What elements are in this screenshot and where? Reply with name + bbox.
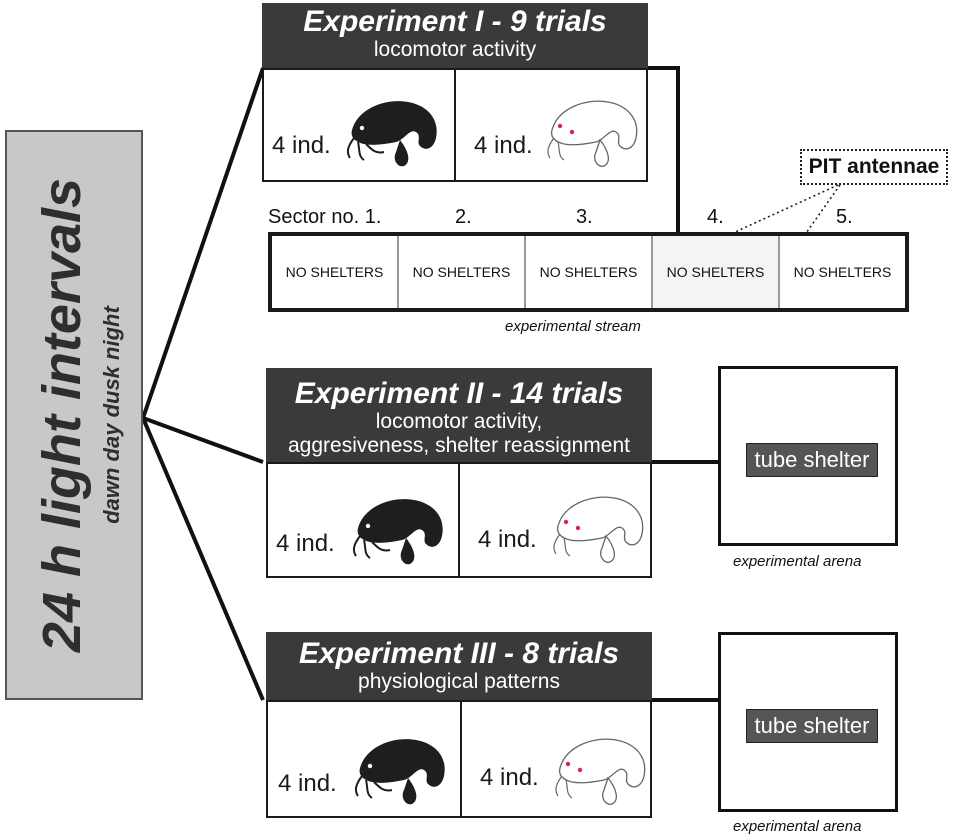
light-intervals-title: 24 h light intervals	[32, 177, 92, 653]
arena-1-caption: experimental arena	[733, 553, 862, 570]
experiment-1-subtitle: locomotor activity	[373, 38, 537, 61]
experiment-1-dark-count: 4 ind.	[272, 132, 331, 159]
arena-2-caption: experimental arena	[733, 818, 862, 835]
experiment-1-title: Experiment I - 9 trials	[303, 5, 607, 38]
stream-sector-1: NO SHELTERS	[272, 236, 399, 308]
experiment-3-subtitle: physiological patterns	[358, 670, 560, 693]
experiment-1-light-group: 4 ind.	[456, 70, 646, 180]
dark-catfish-icon	[352, 499, 443, 565]
experiment-3-light-count: 4 ind.	[480, 764, 539, 791]
sector-number-4: 4.	[707, 206, 724, 228]
experimental-stream: NO SHELTERS NO SHELTERS NO SHELTERS NO S…	[268, 232, 909, 312]
stream-sector-3: NO SHELTERS	[526, 236, 653, 308]
sector-number-1: Sector no. 1.	[268, 206, 382, 228]
experiment-2-dark-group: 4 ind.	[268, 464, 460, 576]
stream-sector-5: NO SHELTERS	[793, 264, 892, 280]
tube-shelter-1: tube shelter	[746, 443, 878, 477]
connector-exp2	[142, 416, 264, 464]
tube-shelter-2: tube shelter	[746, 709, 878, 743]
experiment-1-dark-group: 4 ind.	[264, 70, 456, 180]
experiment-2-title: Experiment II - 14 trials	[294, 377, 624, 410]
sector-number-2: 2.	[455, 206, 472, 228]
experiment-3-dark-group: 4 ind.	[268, 702, 462, 816]
stream-caption: experimental stream	[505, 318, 641, 335]
connector-exp3	[141, 417, 265, 701]
sector-number-3: 3.	[576, 206, 593, 228]
experiment-2-subtitle-line2: aggresiveness, shelter reassignment	[287, 434, 630, 457]
light-catfish-icon	[555, 738, 646, 805]
experiment-2-dark-count: 4 ind.	[276, 530, 335, 557]
experiment-3-header: Experiment III - 8 trials physiological …	[266, 632, 652, 702]
stream-sector-2: NO SHELTERS	[399, 236, 526, 308]
experiment-2-groups: 4 ind. 4 ind.	[266, 462, 652, 578]
light-intervals-subtitle: dawn day dusk night	[99, 306, 124, 524]
experiment-1-groups: 4 ind. 4 ind.	[262, 68, 648, 182]
connector-exp1-stream	[648, 66, 680, 233]
experiment-3-light-group: 4 ind.	[462, 702, 650, 816]
experiment-3-groups: 4 ind. 4 ind.	[266, 700, 652, 818]
experiment-2-light-group: 4 ind.	[460, 464, 650, 576]
connector-exp1	[141, 67, 265, 419]
experiment-2-header: Experiment II - 14 trials locomotor acti…	[266, 368, 652, 464]
pit-antennae-label: PIT antennae	[800, 149, 948, 185]
light-catfish-icon	[553, 496, 644, 563]
dark-catfish-icon	[354, 739, 445, 805]
dark-catfish-icon	[346, 101, 437, 167]
sector-number-5: 5.	[836, 206, 853, 228]
light-intervals-panel: 24 h light intervals dawn day dusk night	[5, 130, 143, 700]
light-catfish-icon	[547, 100, 638, 167]
stream-sector-4: NO SHELTERS	[653, 236, 780, 308]
experiment-2-subtitle-line1: locomotor activity,	[375, 410, 543, 433]
experiment-1-header: Experiment I - 9 trials locomotor activi…	[262, 3, 648, 69]
experiment-3-dark-count: 4 ind.	[278, 770, 337, 797]
experiment-1-light-count: 4 ind.	[474, 132, 533, 159]
experiment-2-light-count: 4 ind.	[478, 526, 537, 553]
experimental-arena-2: tube shelter	[718, 632, 898, 812]
experimental-arena-1: tube shelter	[718, 366, 898, 546]
experiment-3-title: Experiment III - 8 trials	[298, 637, 620, 670]
